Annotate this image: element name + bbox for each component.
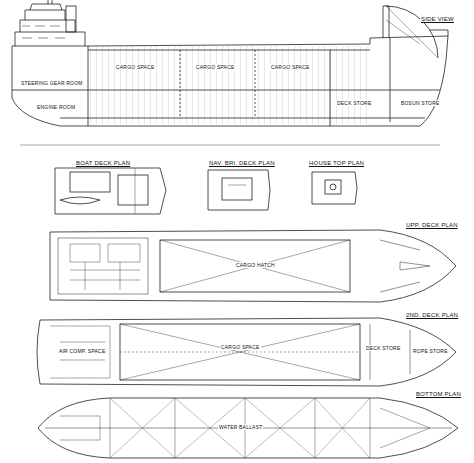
nav-bridge-deck-plan bbox=[208, 170, 270, 210]
view-title: BOTTOM PLAN bbox=[415, 391, 462, 398]
callout-label: CARGO SPACE bbox=[220, 344, 261, 350]
callout-label: CARGO SPACE bbox=[195, 64, 236, 70]
view-title: SIDE VIEW bbox=[420, 16, 455, 23]
callout-label: DECK STORE bbox=[336, 100, 372, 106]
callout-label: CARGO SPACE bbox=[270, 64, 311, 70]
second-deck-plan bbox=[37, 318, 456, 386]
callout-label: CARGO HATCH bbox=[235, 262, 276, 268]
view-title: HOUSE TOP PLAN bbox=[308, 160, 365, 167]
upper-deck-plan bbox=[50, 230, 456, 302]
boat-deck-plan bbox=[55, 168, 166, 214]
side-view bbox=[12, 0, 448, 145]
callout-label: ENGINE ROOM bbox=[36, 104, 76, 110]
view-title: UPP. DECK PLAN bbox=[405, 222, 459, 229]
callout-label: WATER BALLAST bbox=[218, 424, 263, 430]
callout-label: BOSUN STORE bbox=[400, 100, 441, 106]
callout-label: ROPE STORE bbox=[412, 348, 449, 354]
callout-label: AIR COMP. SPACE bbox=[58, 348, 106, 354]
view-title: BOAT DECK PLAN bbox=[75, 160, 131, 167]
callout-label: STEERING GEAR ROOM bbox=[20, 80, 84, 86]
view-title: 2ND. DECK PLAN bbox=[405, 312, 459, 319]
bottom-plan bbox=[38, 398, 458, 458]
view-title: NAV. BRI. DECK PLAN bbox=[208, 160, 276, 167]
callout-label: CARGO SPACE bbox=[115, 64, 156, 70]
house-top-plan bbox=[312, 172, 357, 204]
callout-label: DECK STORE bbox=[365, 345, 401, 351]
